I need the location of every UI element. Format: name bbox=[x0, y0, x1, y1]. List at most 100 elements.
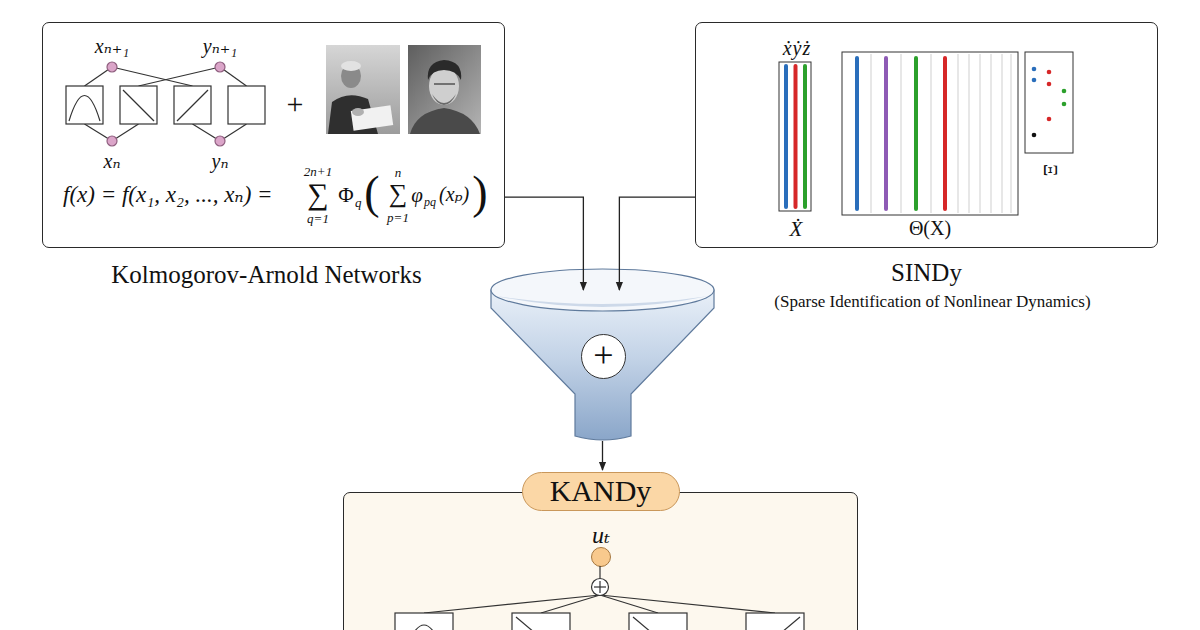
funnel-body bbox=[491, 290, 714, 440]
activation-curve bbox=[177, 90, 208, 121]
flow-arrow bbox=[505, 197, 583, 290]
grid-line bbox=[871, 54, 872, 213]
derivative-matrix bbox=[779, 62, 811, 211]
kan-wire bbox=[112, 67, 193, 86]
grid-line bbox=[980, 54, 981, 213]
kan-wire bbox=[85, 124, 113, 141]
funnel-rim bbox=[491, 269, 714, 311]
photo-background bbox=[408, 45, 481, 134]
sum-symbol: + bbox=[581, 334, 626, 379]
coefficient-dot bbox=[1047, 70, 1052, 75]
photo-figure bbox=[434, 83, 455, 84]
activation-box bbox=[395, 613, 453, 630]
data-column bbox=[855, 58, 859, 209]
kan-wire bbox=[599, 566, 600, 578]
kan-network bbox=[66, 62, 265, 146]
matrix-grid bbox=[871, 54, 1011, 213]
kan-wire bbox=[220, 67, 247, 86]
activation-curve bbox=[402, 625, 446, 630]
data-column bbox=[914, 58, 918, 209]
photo-figure bbox=[429, 67, 459, 105]
kan-wire bbox=[193, 124, 221, 141]
grid-line bbox=[901, 54, 902, 213]
data-column bbox=[943, 58, 947, 209]
sindy-panel: SINDy(Sparse Identification of Nonlinear… bbox=[695, 22, 1158, 248]
coefficient-dot bbox=[1032, 78, 1037, 83]
library-matrix bbox=[842, 52, 1018, 215]
activation-box bbox=[629, 613, 687, 630]
sum-node bbox=[594, 586, 606, 587]
kandy-panel: KANDyuₜ bbox=[343, 492, 858, 630]
data-column bbox=[784, 66, 788, 207]
photo-figure bbox=[432, 94, 456, 105]
photo-figure bbox=[351, 105, 393, 130]
funnel-shade bbox=[496, 296, 709, 307]
output-label: uₜ bbox=[592, 523, 610, 547]
coefficient-dot bbox=[1032, 67, 1037, 72]
activation-curve bbox=[633, 617, 683, 630]
sum-node bbox=[599, 581, 600, 593]
panel-title: SINDy bbox=[696, 259, 1157, 288]
kan-wire bbox=[139, 67, 221, 86]
kan-neuron bbox=[215, 136, 225, 146]
grid-line bbox=[1002, 54, 1003, 213]
output-node: uₜ bbox=[591, 547, 611, 567]
photo-figure bbox=[352, 108, 364, 116]
portrait-photo bbox=[326, 45, 400, 134]
kan-neuron bbox=[215, 62, 225, 72]
photo-figure bbox=[341, 64, 361, 88]
kan-wire bbox=[424, 595, 600, 613]
activation-curve bbox=[69, 96, 100, 122]
coefficient-dot bbox=[1047, 117, 1052, 122]
data-column bbox=[794, 66, 798, 207]
photo-figure bbox=[341, 61, 361, 71]
kan-wire bbox=[600, 595, 775, 613]
sum-node bbox=[592, 579, 609, 596]
activation-box bbox=[120, 86, 157, 124]
kan-wire bbox=[541, 595, 600, 613]
photo-figure bbox=[410, 108, 480, 134]
coefficient-dot bbox=[1062, 89, 1067, 94]
coefficient-dot bbox=[1062, 102, 1067, 107]
activation-box bbox=[746, 613, 804, 630]
matrix-frame bbox=[1025, 52, 1073, 153]
grid-line bbox=[991, 54, 992, 213]
model-badge: KANDy bbox=[522, 472, 680, 511]
activation-curve bbox=[516, 617, 566, 630]
data-column bbox=[884, 58, 888, 209]
kan-wire bbox=[85, 67, 113, 86]
kan-neuron bbox=[107, 62, 117, 72]
flow-arrow bbox=[619, 197, 695, 290]
activation-curve bbox=[123, 90, 154, 121]
grid-line bbox=[969, 54, 970, 213]
kandy-network bbox=[395, 566, 804, 630]
matrix-frame bbox=[842, 52, 1018, 215]
matrix-frame bbox=[779, 62, 811, 211]
kan-neuron bbox=[107, 136, 117, 146]
kan-wire bbox=[112, 124, 139, 141]
kan-panel: Kolmogorov-Arnold Networks bbox=[42, 22, 505, 248]
photo-background bbox=[326, 45, 400, 134]
activation-box bbox=[228, 86, 265, 124]
kan-wire bbox=[600, 595, 658, 613]
flow-arrow bbox=[602, 441, 603, 470]
activation-box bbox=[66, 86, 103, 124]
data-column bbox=[803, 66, 807, 207]
activation-box bbox=[512, 613, 570, 630]
kan-wire bbox=[220, 124, 247, 141]
activation-box bbox=[174, 86, 211, 124]
grid-line bbox=[958, 54, 959, 213]
merge-funnel: + bbox=[490, 268, 715, 443]
activation-curve bbox=[750, 617, 800, 630]
coefficient-dot bbox=[1047, 82, 1052, 87]
grid-line bbox=[1011, 54, 1012, 213]
panel-title: Kolmogorov-Arnold Networks bbox=[36, 261, 497, 290]
portrait-photo bbox=[408, 45, 481, 134]
photo-figure bbox=[328, 95, 378, 134]
coefficient-matrix bbox=[1025, 52, 1073, 153]
photo-figure bbox=[428, 60, 461, 80]
coefficient-dot bbox=[1032, 133, 1037, 138]
grid-line bbox=[931, 54, 932, 213]
